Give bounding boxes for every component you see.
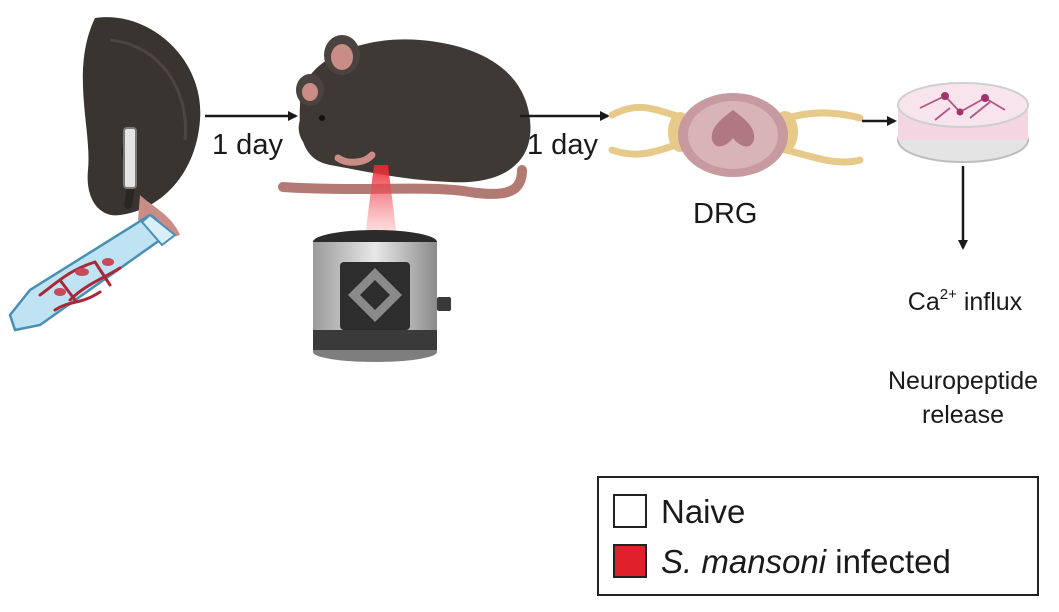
legend: Naive S. mansoni infected bbox=[597, 476, 1039, 596]
arrow-1-label: 1 day bbox=[212, 129, 283, 161]
influx-text: influx bbox=[956, 288, 1023, 316]
arrow-2-label: 1 day bbox=[527, 129, 598, 161]
laser-device-icon bbox=[313, 230, 451, 362]
neuropeptide-line-1: Neuropeptide bbox=[887, 367, 1039, 395]
syringe-tube-icon bbox=[8, 127, 177, 332]
laser-icon bbox=[365, 165, 397, 238]
legend-swatch-naive bbox=[613, 494, 647, 528]
calcium-text: Ca bbox=[907, 288, 940, 316]
calcium-influx-label: Ca2+ influx bbox=[885, 286, 1045, 320]
legend-swatch-infected bbox=[613, 544, 647, 578]
drg-spinal-cord-icon bbox=[608, 93, 864, 177]
legend-species-name: S. mansoni bbox=[661, 542, 827, 580]
mouse-inoculation-icon bbox=[82, 17, 201, 237]
legend-item-infected: S. mansoni infected bbox=[613, 544, 951, 578]
mouse-icon bbox=[278, 35, 531, 199]
drg-label: DRG bbox=[693, 198, 758, 230]
neuropeptide-line-2: release bbox=[922, 400, 1004, 429]
petri-dish-icon bbox=[897, 82, 1029, 163]
legend-item-naive: Naive bbox=[613, 494, 745, 528]
legend-label-infected: S. mansoni infected bbox=[661, 545, 951, 578]
calcium-charge: 2+ bbox=[939, 285, 957, 303]
legend-infected-text: infected bbox=[826, 542, 951, 580]
neuropeptide-release-label: Neuropeptide release bbox=[870, 365, 1056, 433]
legend-label-naive: Naive bbox=[661, 492, 746, 530]
